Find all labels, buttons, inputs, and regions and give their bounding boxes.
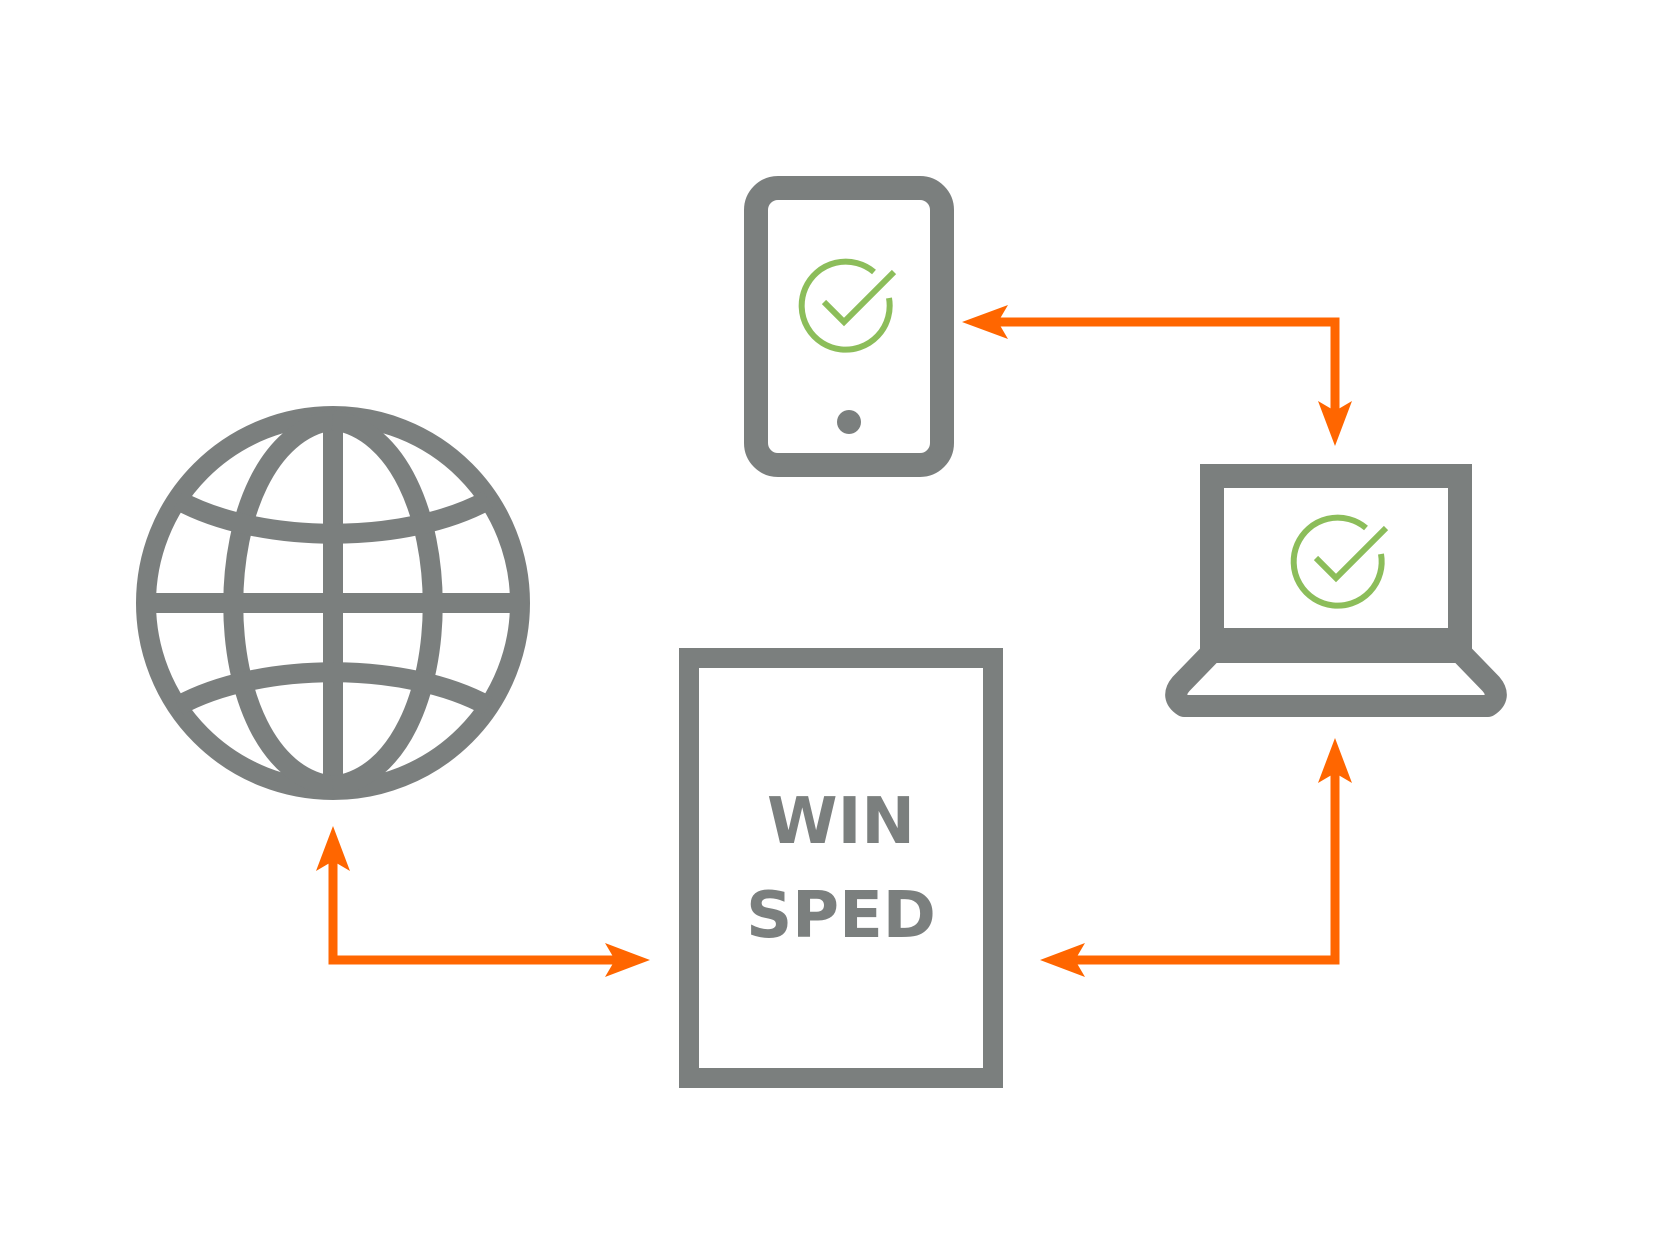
arrow-laptop-server xyxy=(1070,770,1340,965)
arrowhead-left xyxy=(1040,943,1085,977)
arrowhead-up xyxy=(1318,738,1352,783)
laptop-icon xyxy=(1165,464,1507,717)
win-sped-box: WIN SPED xyxy=(679,648,1003,1088)
arrowhead-left xyxy=(962,305,1008,339)
server-label-line1: WIN xyxy=(767,785,915,859)
server-label-line2: SPED xyxy=(746,879,936,953)
arrowhead-up xyxy=(316,826,350,871)
connection-arrows xyxy=(328,317,1340,965)
server-frame xyxy=(679,648,1003,1088)
arrowheads xyxy=(316,305,1352,977)
arrow-phone-laptop xyxy=(990,317,1340,420)
arrowhead-right xyxy=(605,943,650,977)
arrowhead-down xyxy=(1318,401,1352,446)
smartphone-icon xyxy=(744,176,954,477)
check-circle-icon xyxy=(1290,514,1389,609)
phone-body xyxy=(744,176,954,477)
globe-icon xyxy=(136,406,530,800)
laptop-screen xyxy=(1200,464,1472,652)
phone-home-button xyxy=(837,410,861,434)
arrow-globe-server xyxy=(328,858,620,965)
laptop-base xyxy=(1165,641,1507,717)
check-circle-icon xyxy=(798,258,897,353)
